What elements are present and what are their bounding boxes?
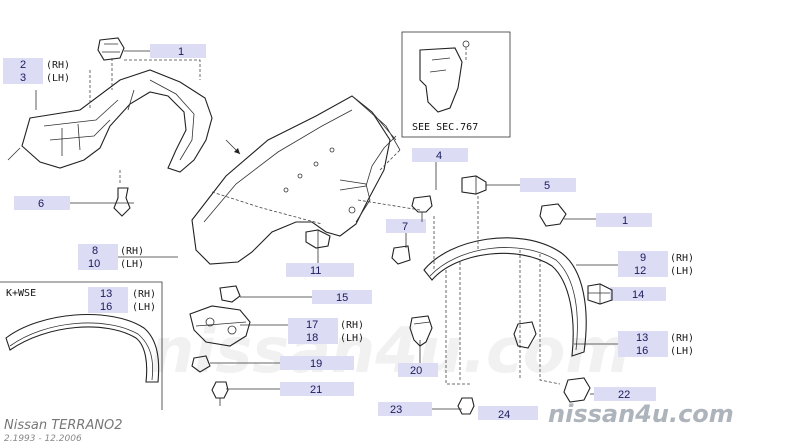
push-clip-part-6 — [112, 187, 134, 217]
bolt-part-11 — [305, 229, 331, 249]
side-9: (RH) — [670, 253, 694, 264]
side-10: (LH) — [120, 259, 144, 270]
side-13a: (RH) — [132, 289, 156, 300]
clip-part-19 — [191, 355, 211, 373]
label-3: 3 — [20, 72, 26, 84]
clip-part-1-top — [97, 37, 125, 61]
fender-protector — [21, 58, 213, 185]
label-16a: 16 — [100, 301, 112, 313]
footer-watermark: nissan4u.com — [548, 400, 734, 428]
side-16a: (LH) — [132, 302, 156, 313]
side-17: (RH) — [340, 320, 364, 331]
label-12: 12 — [634, 265, 646, 277]
label-6: 6 — [38, 198, 44, 210]
direction-arrow — [225, 139, 241, 155]
label-4: 4 — [436, 150, 442, 162]
label-24: 24 — [498, 409, 510, 421]
label-2: 2 — [20, 59, 26, 71]
label-7: 7 — [402, 221, 408, 233]
label-5: 5 — [544, 180, 550, 192]
label-16b: 16 — [636, 345, 648, 357]
see-section-note: SEE SEC.767 — [412, 122, 478, 133]
label-1b: 1 — [622, 215, 628, 227]
label-23: 23 — [390, 404, 402, 416]
footer-model: Nissan TERRANO2 — [4, 418, 123, 433]
side-16b: (LH) — [670, 346, 694, 357]
clip-part-7 — [391, 245, 411, 265]
clip-part-22 — [563, 377, 591, 403]
variant-label: K+WSE — [6, 288, 36, 299]
wheel-arch-molding — [423, 196, 587, 385]
clip-part-1-right — [539, 203, 567, 227]
side-18: (LH) — [340, 333, 364, 344]
clip-part-20 — [409, 315, 433, 347]
background-watermark: nissan4u.com — [150, 314, 630, 387]
label-1a: 1 — [178, 46, 184, 58]
side-13b: (RH) — [670, 333, 694, 344]
label-13a: 13 — [100, 288, 112, 300]
mud-flap-reference — [401, 31, 511, 138]
grommet-part-14 — [587, 283, 613, 305]
label-14: 14 — [632, 289, 644, 301]
front-fender — [191, 95, 421, 265]
footer-dates: 2.1993 - 12.2006 — [4, 434, 82, 444]
label-22: 22 — [618, 389, 630, 401]
label-18: 18 — [306, 332, 318, 344]
leader-lines — [7, 50, 618, 410]
label-13b: 13 — [636, 332, 648, 344]
callout-badges — [3, 44, 668, 420]
label-15: 15 — [336, 292, 348, 304]
label-21: 21 — [310, 384, 322, 396]
screw-part-23 — [457, 397, 475, 415]
label-20: 20 — [410, 365, 422, 377]
screw-part-21 — [211, 381, 229, 406]
side-3: (LH) — [46, 73, 70, 84]
label-17: 17 — [306, 319, 318, 331]
side-2: (RH) — [46, 60, 70, 71]
label-19: 19 — [310, 358, 322, 370]
clip-part-15 — [219, 285, 241, 303]
bracket-part-17 — [189, 305, 251, 347]
label-10: 10 — [88, 258, 100, 270]
bolt-part-5 — [461, 175, 487, 195]
side-12: (LH) — [670, 266, 694, 277]
label-9: 9 — [640, 252, 646, 264]
part-labels: 1 2 (RH) 3 (LH) 4 5 6 1 7 8 (RH) 10 (LH)… — [20, 46, 694, 421]
screw-part-4 — [411, 195, 433, 222]
kwse-inset — [0, 281, 163, 410]
label-8: 8 — [92, 245, 98, 257]
clip-part-20b — [513, 321, 537, 349]
label-11: 11 — [310, 265, 321, 277]
side-8: (RH) — [120, 246, 144, 257]
